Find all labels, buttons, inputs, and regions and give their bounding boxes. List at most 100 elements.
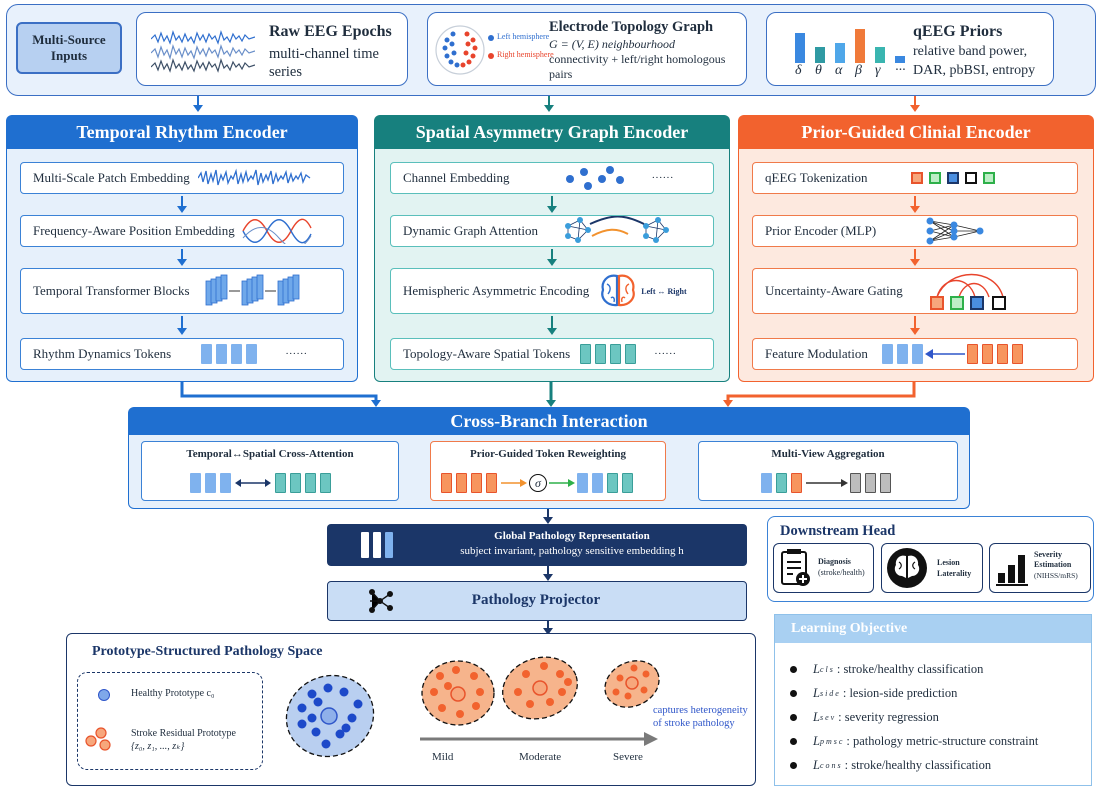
band-bar-beta (855, 29, 865, 63)
prior-module-2: Prior Encoder (MLP) (752, 215, 1078, 247)
topology-title: Electrode Topology Graph (549, 19, 714, 35)
temporal-module-2: Frequency-Aware Position Embedding (20, 215, 344, 247)
topology-formula: G = (V, E) neighbourhood (549, 37, 675, 51)
spatial-module-3: Hemispheric Asymmetric Encoding Left ↔ R… (390, 268, 714, 314)
arrow-t2 (177, 249, 187, 266)
left-hemisphere-legend: Left hemisphere (497, 32, 550, 41)
prior-module-1: qEEG Tokenization (752, 162, 1078, 194)
network-icon (369, 589, 393, 613)
temporal-module-3-label: Temporal Transformer Blocks (33, 283, 190, 298)
loss-symbol: L (813, 710, 820, 724)
branch-connectors (180, 382, 916, 407)
modulated-token (881, 344, 893, 364)
aggregated-token (865, 473, 876, 493)
raw-eeg-desc: multi-channel time series (269, 46, 379, 80)
laterality-sub: Laterality (937, 569, 972, 578)
prior-token (441, 473, 452, 493)
severity-sub-2: (NIHSS/mRS) (1034, 571, 1078, 580)
cross-attention-box: Temporal↔Spatial Cross-Attention (141, 441, 399, 501)
loss-subscript: s e v (819, 713, 835, 722)
temporal-header: Temporal Rhythm Encoder (6, 115, 358, 149)
projector-box: Pathology Projector (327, 581, 747, 621)
view-token-temporal (761, 473, 772, 493)
spatial-token (290, 473, 301, 493)
sigma-symbol: σ (535, 475, 541, 490)
spatial-token (610, 344, 622, 364)
spatial-token (275, 473, 286, 493)
reweighted-token (607, 473, 618, 493)
stroke-prototype-icon (85, 727, 111, 751)
loss-subscript: p m s c (819, 737, 843, 746)
rhythm-ellipsis: ······ (285, 348, 308, 360)
arrow-cross-global (543, 509, 553, 524)
loss-subscript: c o n s (819, 761, 841, 770)
spatial-module-2-label: Dynamic Graph Attention (403, 223, 539, 238)
learning-objective-title: Learning Objective (791, 621, 908, 636)
right-hemisphere-dot (488, 53, 494, 59)
band-label-theta: θ (815, 63, 822, 78)
qeeg-token (965, 172, 978, 184)
modulated-token (896, 344, 908, 364)
loss-desc: : severity regression (838, 710, 939, 724)
modulated-tokens (881, 344, 927, 364)
qeeg-token (983, 172, 996, 184)
qeeg-token (947, 172, 960, 184)
stroke-prototype-set: {z₀, z₁, ..., zₖ} (131, 741, 185, 752)
loss-symbol: L (813, 662, 820, 676)
aggregated-token (850, 473, 861, 493)
severe-cluster (604, 660, 660, 708)
loss-desc: : pathology metric-structure constraint (846, 734, 1039, 748)
view-token-spatial (776, 473, 787, 493)
global-representation-box: Global Pathology Representation subject … (327, 524, 747, 566)
arrow-global-projector (543, 566, 553, 581)
global-tokens (361, 532, 397, 558)
level-severe: Severe (613, 751, 643, 763)
qeeg-title: qEEG Priors (913, 23, 1003, 40)
band-bar-alpha (835, 43, 845, 63)
temporal-module-1: Multi-Scale Patch Embedding (20, 162, 344, 194)
prior-token (966, 344, 978, 364)
global-token (373, 532, 381, 558)
modulated-token (911, 344, 923, 364)
sine-wave-icon (242, 218, 312, 244)
channel-nodes-icon (565, 166, 624, 190)
sigma-gate: σ (529, 474, 547, 492)
clipboard-icon (781, 549, 810, 586)
pathology-space-title: Prototype-Structured Pathology Space (92, 644, 323, 659)
diagnosis-label: Diagnosis (818, 557, 851, 566)
channel-ellipsis: ······ (651, 172, 674, 184)
token-reweighting-box: Prior-Guided Token Reweighting σ (430, 441, 666, 501)
eeg-waveform-icon (151, 30, 255, 73)
laterality-card: Lesion Laterality (881, 543, 983, 593)
loss-symbol: L (813, 734, 820, 748)
prior-module-1-label: qEEG Tokenization (765, 170, 868, 185)
multi-source-label: Multi-Source Inputs (16, 22, 122, 74)
laterality-label: Lesion (937, 558, 960, 567)
graph-attention-icon (565, 216, 670, 243)
loss-desc: : stroke/healthy classification (844, 758, 992, 772)
reweighting-flow: σ (441, 473, 637, 493)
reweighted-token (592, 473, 603, 493)
temporal-token (220, 473, 231, 493)
learning-objective-header: Learning Objective (775, 615, 1091, 643)
temporal-token (205, 473, 216, 493)
aggregation-flow (761, 473, 895, 493)
band-label-more: ··· (895, 63, 906, 78)
prior-token (981, 344, 993, 364)
arrow-t3 (177, 316, 187, 335)
bar-chart-icon (996, 555, 1028, 586)
prior-token (486, 473, 497, 493)
band-label-alpha: α (835, 63, 843, 78)
reweighted-token (577, 473, 588, 493)
bidirectional-arrow-icon (235, 479, 271, 487)
modulation-arrow-icon (924, 349, 965, 359)
prior-token (471, 473, 482, 493)
brain-icon (887, 548, 927, 588)
global-desc: subject invariant, pathology sensitive e… (460, 545, 684, 557)
qeeg-token-squares (911, 172, 1001, 184)
raw-eeg-title: Raw EEG Epochs (269, 23, 392, 40)
multi-view-box: Multi-View Aggregation (698, 441, 958, 501)
arrow-s1 (547, 196, 557, 213)
prior-token (996, 344, 1008, 364)
